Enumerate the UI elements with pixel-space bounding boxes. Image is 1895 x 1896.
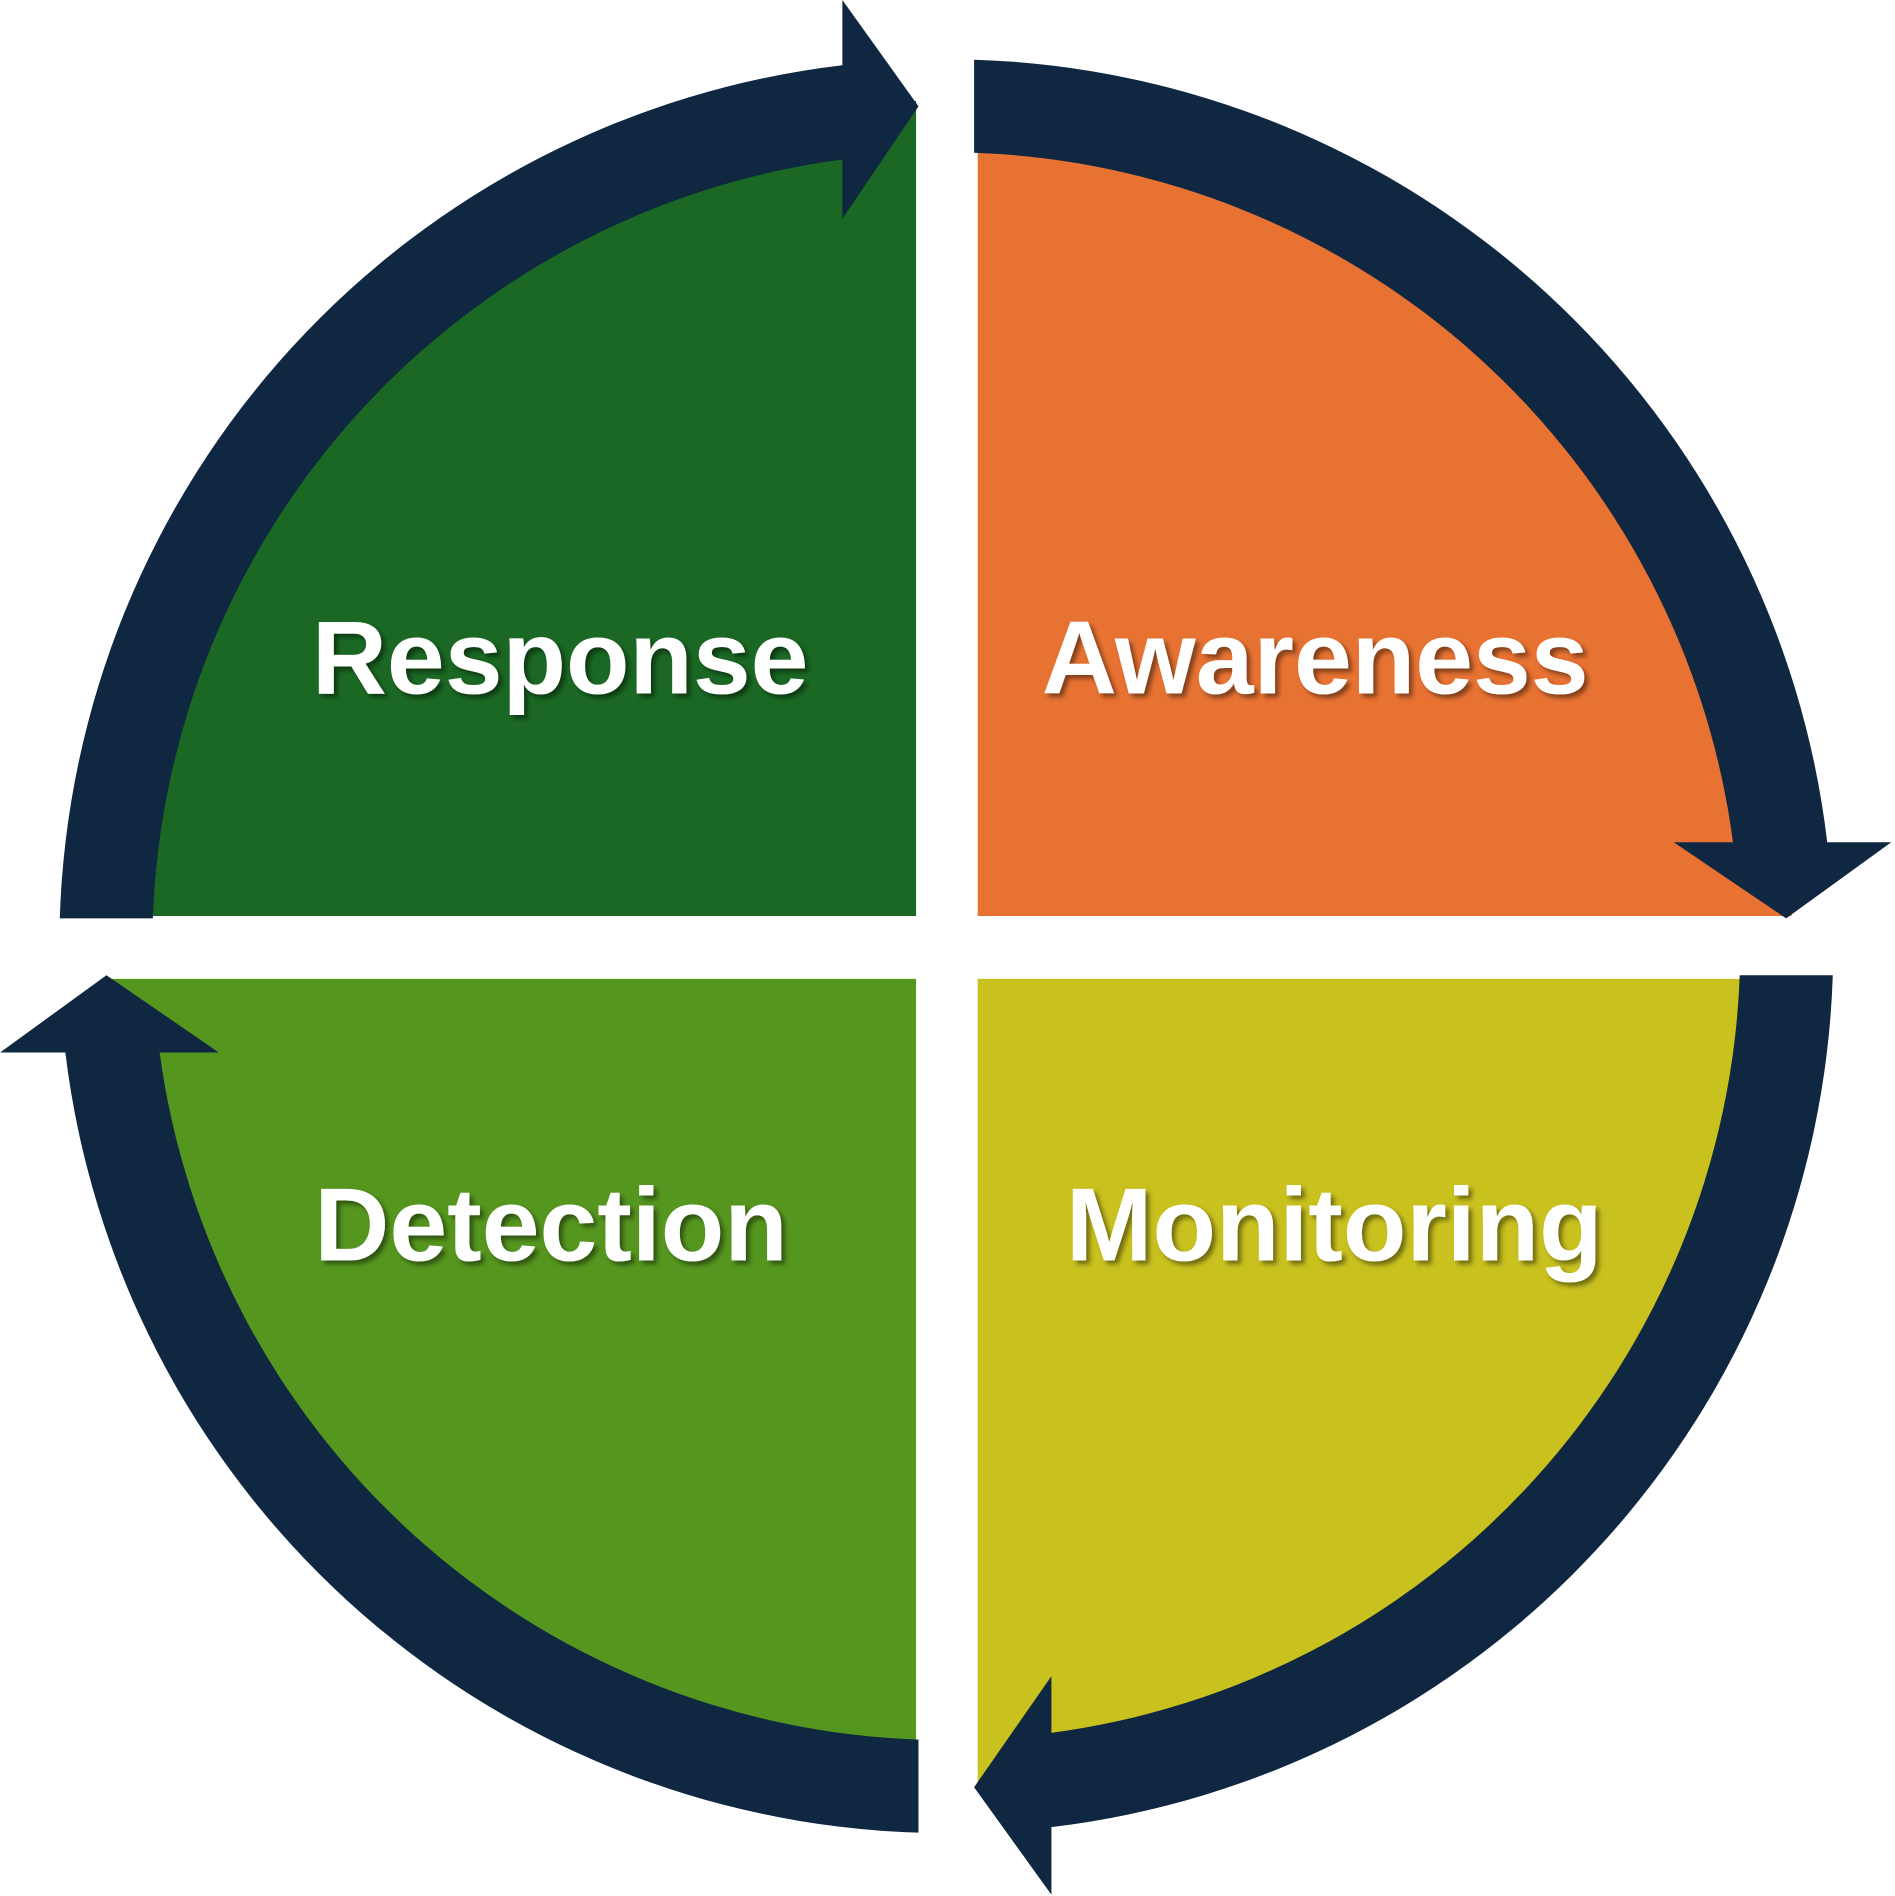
label-awareness: Awareness: [1042, 601, 1589, 717]
arrow-awareness-to-monitoring: [974, 975, 1833, 1895]
quadrant-monitoring: [977, 978, 1792, 1792]
quadrant-response: [101, 101, 917, 916]
quadrant-detection: [101, 978, 917, 1792]
quadrant-awareness: [977, 101, 1792, 916]
label-monitoring: Monitoring: [1066, 1167, 1603, 1283]
arrow-monitoring-to-detection: [0, 975, 919, 1833]
arrow-response-to-awareness: [974, 59, 1892, 919]
label-detection: Detection: [314, 1167, 787, 1283]
arrow-detection-to-response: [59, 0, 919, 919]
label-response: Response: [312, 601, 809, 717]
